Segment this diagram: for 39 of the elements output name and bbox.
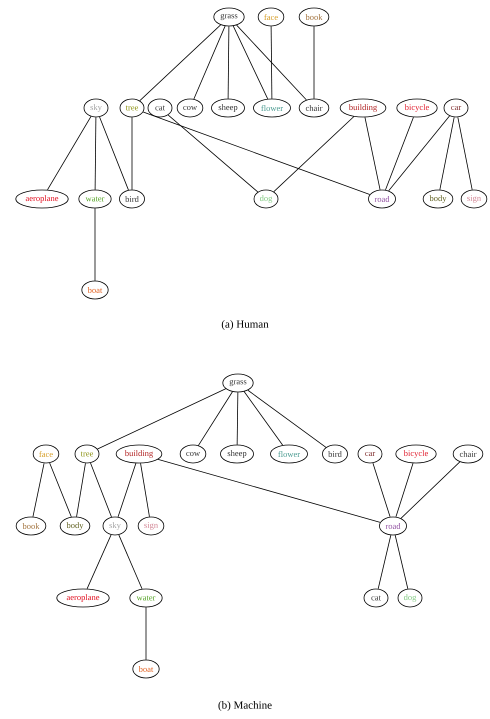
edge-line bbox=[394, 534, 408, 590]
edge-line bbox=[439, 116, 455, 190]
edge-line bbox=[94, 117, 96, 190]
edge-line bbox=[244, 391, 284, 446]
edge-line bbox=[228, 26, 230, 99]
edge-line bbox=[388, 116, 450, 192]
edge-line bbox=[400, 462, 460, 519]
edge-line bbox=[236, 392, 238, 445]
edge-line bbox=[270, 26, 272, 99]
edge-line bbox=[118, 534, 142, 590]
edge-line bbox=[32, 462, 44, 518]
edge-line bbox=[457, 116, 473, 190]
edge-line bbox=[273, 116, 354, 192]
edge-line bbox=[47, 116, 92, 190]
edge-line bbox=[198, 391, 233, 446]
edge-line bbox=[193, 26, 226, 100]
edge-line bbox=[90, 462, 112, 518]
subfigure-caption: (b) Machine bbox=[218, 701, 272, 711]
edge-line bbox=[232, 26, 268, 100]
edge-line bbox=[396, 462, 414, 518]
edge-line bbox=[372, 462, 390, 518]
edge-line bbox=[364, 116, 380, 190]
edge-line bbox=[158, 459, 381, 523]
edge-line bbox=[76, 462, 86, 518]
edge-line bbox=[236, 24, 307, 100]
edge-line bbox=[139, 24, 221, 102]
edge-line bbox=[97, 388, 226, 450]
subfigure-caption: (a) Human bbox=[222, 320, 268, 330]
edge-line bbox=[248, 390, 326, 448]
edge-line bbox=[118, 462, 136, 518]
edge-line bbox=[378, 534, 392, 590]
edge-line bbox=[99, 116, 129, 190]
edge-line bbox=[94, 208, 96, 281]
edge-line bbox=[385, 116, 414, 190]
edge-line bbox=[49, 462, 72, 518]
edge-line bbox=[142, 112, 370, 195]
edge-line bbox=[168, 114, 258, 192]
edge-line bbox=[140, 462, 150, 518]
edge-line bbox=[86, 534, 112, 590]
